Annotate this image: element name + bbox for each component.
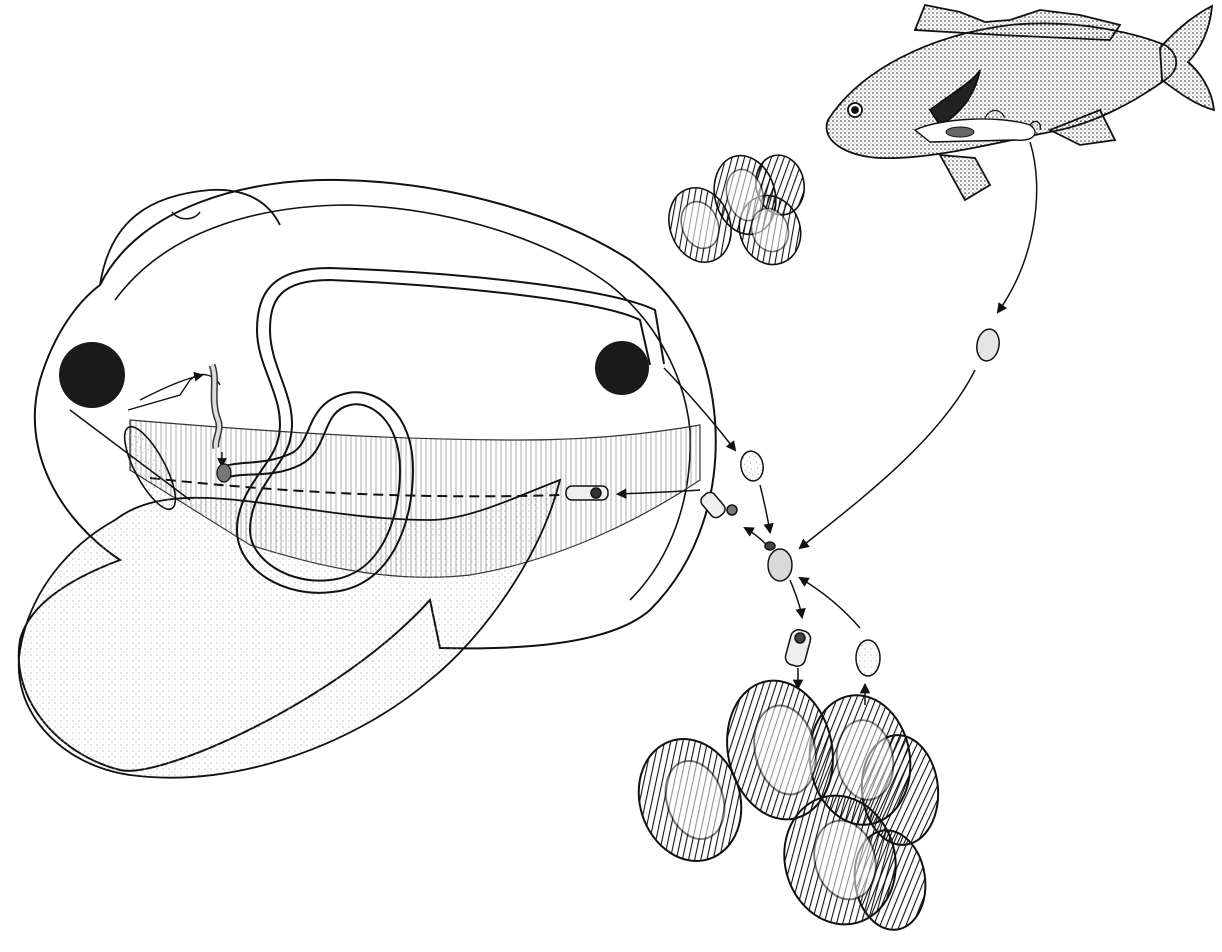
egg-icon: [856, 640, 880, 676]
egg-from-clam-body: [739, 449, 766, 482]
clam-mouth-lines: [128, 375, 220, 410]
egg-from-clams: [856, 640, 880, 676]
egg-icon: [974, 327, 1001, 362]
host-fish: [827, 5, 1214, 200]
clam-anatomy: [19, 180, 716, 778]
cyst-in-clam: [217, 464, 231, 482]
clam-cluster-icon: [623, 671, 942, 937]
worm-arrow: [140, 375, 202, 400]
larva-to-clams: [784, 628, 813, 668]
small-clam-cluster: [659, 149, 810, 274]
clam-foot: [19, 480, 560, 778]
central-larva: [765, 542, 792, 581]
egg-from-fish: [974, 327, 1001, 362]
fish-dorsal-fin: [915, 5, 1120, 40]
arrow-egg-down: [760, 485, 770, 532]
fish-pelvic-fin: [940, 155, 990, 200]
fish-icon: [827, 5, 1214, 200]
large-clam-cluster: [623, 671, 942, 937]
egg-icon: [739, 449, 766, 482]
arrow-fish-to-egg: [998, 142, 1037, 312]
larva-entering-clam: [566, 486, 608, 500]
arrow-larva-down: [790, 580, 802, 617]
larva-icon: [699, 490, 728, 520]
clam-cluster-icon: [659, 149, 810, 274]
clam-posterior-muscle: [595, 341, 649, 395]
larva-icon: [768, 549, 792, 581]
arrow-egg-to-center: [800, 578, 860, 628]
fish-tail: [1160, 6, 1214, 110]
arrow-egg-to-larva: [800, 370, 975, 548]
clam-anterior-muscle: [59, 342, 125, 408]
